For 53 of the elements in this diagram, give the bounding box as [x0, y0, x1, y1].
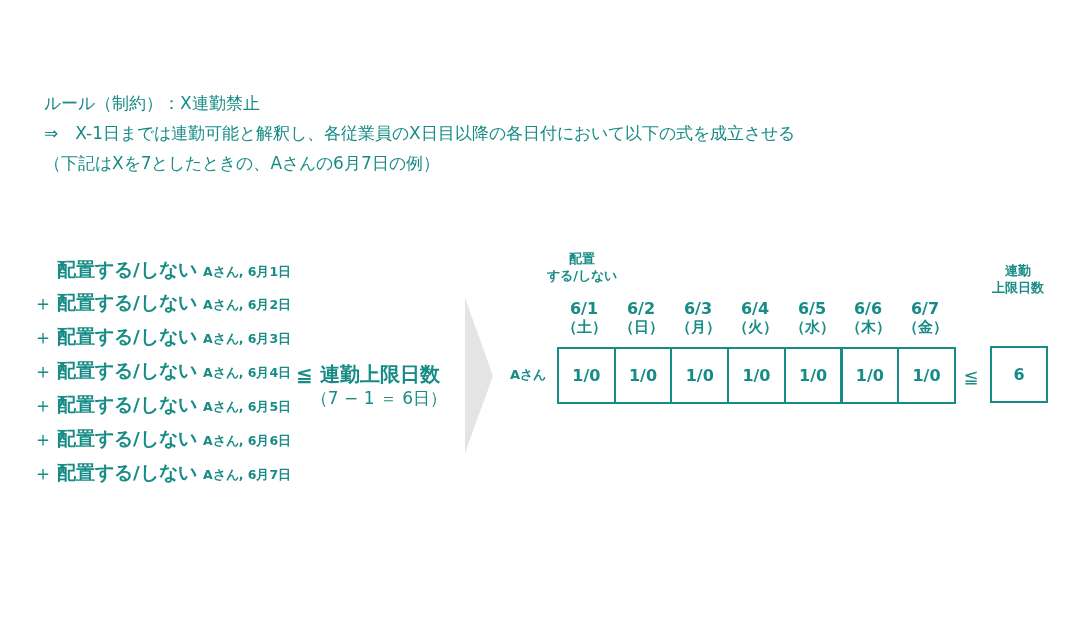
date-label: 6/4: [740, 299, 770, 319]
formula-term: 配置する/しない: [57, 360, 197, 382]
weekday-label: （日）: [618, 319, 664, 337]
value-cell: 1/0: [783, 347, 843, 404]
column-heading: 配置: [569, 251, 595, 267]
term-subscript: Aさん, 6月6日: [203, 433, 292, 449]
bound-note: （7 − 1 ＝ 6日）: [310, 389, 448, 409]
value-cell: 1/0: [613, 347, 673, 404]
plus-sign: ＋: [33, 427, 53, 451]
plus-sign: ＋: [33, 291, 53, 315]
row-label: Aさん: [509, 367, 547, 383]
formula-term: 配置する/しない: [57, 292, 197, 314]
term-subscript: Aさん, 6月7日: [203, 467, 292, 483]
weekday-label: （水）: [789, 319, 835, 337]
plus-sign: ＋: [33, 393, 53, 417]
rule-note: （下記はXを7としたときの、Aさんの6月7日の例）: [44, 154, 440, 174]
column-heading: 上限日数: [992, 280, 1044, 296]
column-heading: 連勤: [1005, 263, 1031, 279]
limit-cell: 6: [990, 346, 1048, 403]
term-subscript: Aさん, 6月2日: [203, 297, 292, 313]
date-label: 6/2: [626, 299, 656, 319]
formula-term: 配置する/しない: [57, 326, 197, 348]
date-label: 6/7: [910, 299, 940, 319]
weekday-label: （土）: [561, 319, 607, 337]
weekday-label: （金）: [902, 319, 948, 337]
weekday-label: （火）: [732, 319, 778, 337]
date-label: 6/3: [683, 299, 713, 319]
less-equal-sign: ≦: [963, 366, 979, 388]
plus-sign: ＋: [33, 359, 53, 383]
weekday-label: （木）: [845, 319, 891, 337]
plus-sign: ＋: [33, 325, 53, 349]
formula-term: 配置する/しない: [57, 462, 197, 484]
term-subscript: Aさん, 6月5日: [203, 399, 292, 415]
date-label: 6/1: [569, 299, 599, 319]
value-cell: 1/0: [557, 347, 616, 404]
value-cell: 1/0: [840, 347, 900, 404]
date-label: 6/6: [853, 299, 883, 319]
formula-term: 配置する/しない: [57, 259, 197, 281]
formula-term: 配置する/しない: [57, 394, 197, 416]
column-heading: する/しない: [547, 268, 617, 284]
formula-bound: ≦ 連勤上限日数: [296, 362, 440, 386]
formula-term: 配置する/しない: [57, 428, 197, 450]
value-cell: 1/0: [670, 347, 730, 404]
value-cell: 1/0: [727, 347, 786, 404]
rule-heading: ルール（制約）：X連勤禁止: [44, 94, 260, 114]
term-subscript: Aさん, 6月4日: [203, 365, 292, 381]
value-cell: 1/0: [897, 347, 956, 404]
rule-note: ⇒ X-1日までは連勤可能と解釈し、各従業員のX日目以降の各日付において以下の式を成立させる: [44, 124, 795, 144]
weekday-label: （月）: [675, 319, 721, 337]
plus-sign: ＋: [33, 461, 53, 485]
term-subscript: Aさん, 6月1日: [203, 264, 292, 280]
date-label: 6/5: [797, 299, 827, 319]
term-subscript: Aさん, 6月3日: [203, 331, 292, 347]
